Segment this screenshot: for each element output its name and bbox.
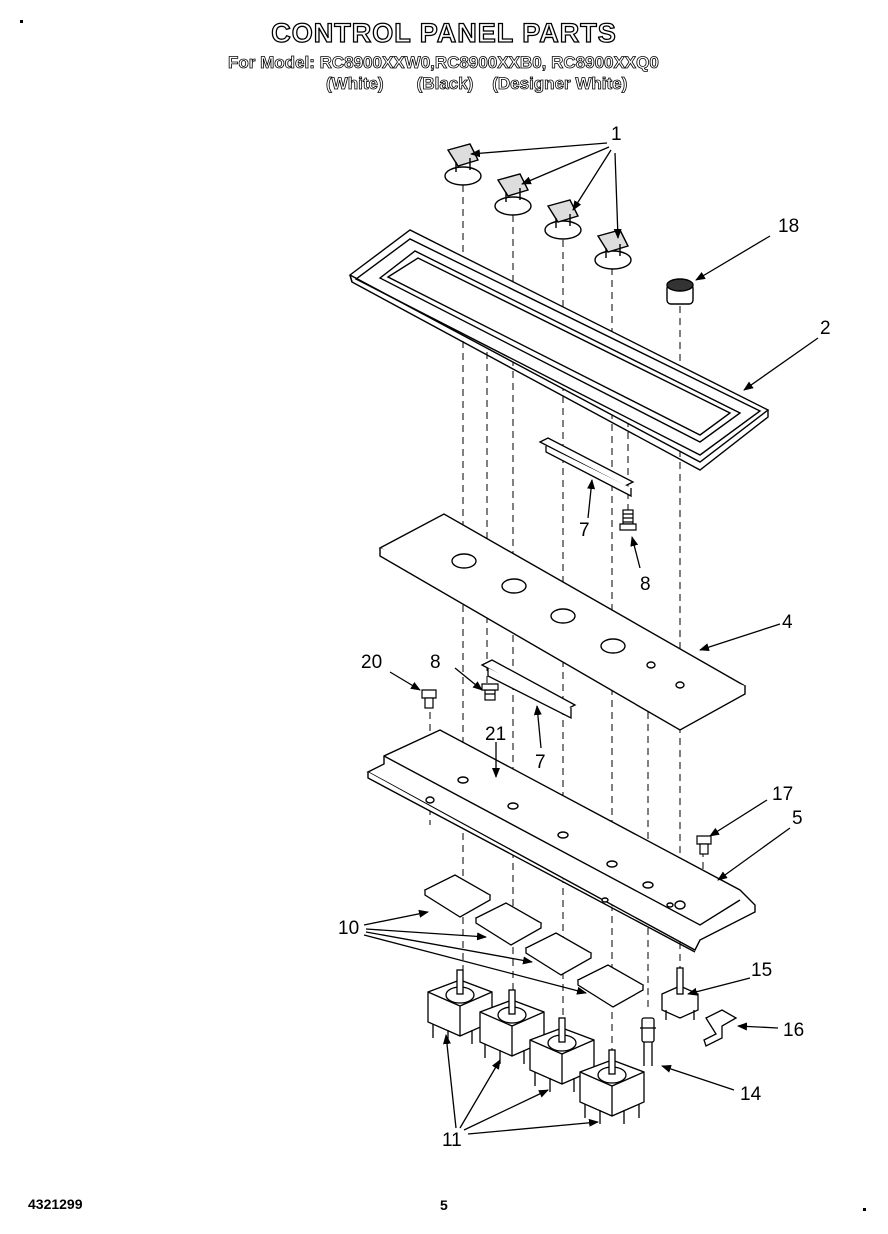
callout-1: 1 [611,124,622,145]
callout-8: 8 [430,652,441,673]
screw-part [619,509,637,531]
panel-plate-part [378,513,747,731]
control-bracket-part [366,729,756,953]
callout-20: 20 [361,652,382,673]
callout-2: 2 [820,318,831,339]
callout-18: 18 [778,216,799,237]
clip-part [703,1009,738,1047]
model-numbers: For Model: RC8900XXW0,RC8900XXB0, RC8900… [228,53,660,73]
screw-part [481,683,499,701]
callout-10: 10 [338,918,359,939]
leader-lines [363,142,819,1135]
switch-parts [427,969,645,1124]
callout-11: 11 [442,1130,462,1151]
callout-8: 8 [640,574,651,595]
knob [444,143,482,186]
bracket-part [538,437,635,498]
callout-15: 15 [751,960,772,981]
knob [494,173,532,216]
bracket-part [480,659,577,720]
page-title: CONTROL PANEL PARTS [271,17,617,48]
model-colors: (White) (Black) (Designer White) [326,74,628,94]
registration-mark [863,1208,866,1211]
switch [479,989,545,1064]
insulator-parts [423,874,645,1008]
registration-mark [20,20,23,23]
callout-7: 7 [535,752,546,773]
switch [427,969,493,1044]
callout-16: 16 [783,1020,804,1041]
screw-part [696,835,712,855]
switch [579,1049,645,1124]
knob [594,229,632,270]
callout-4: 4 [782,612,793,633]
indicator-switch-part [661,967,699,1020]
lamp-part [640,1017,656,1066]
document-number: 4321299 [28,1196,83,1212]
callout-5: 5 [792,808,803,829]
callout-21: 21 [485,724,506,745]
callout-17: 17 [772,784,793,805]
trim-frame-part [348,229,770,471]
screw-part [421,689,437,709]
cap-part [666,278,694,305]
callout-labels: 1 18 2 7 8 4 20 8 21 7 17 5 10 15 16 14 … [338,124,831,1151]
callout-14: 14 [740,1084,762,1105]
page-number: 5 [440,1197,448,1213]
callout-7: 7 [579,520,590,541]
knob [544,199,582,240]
